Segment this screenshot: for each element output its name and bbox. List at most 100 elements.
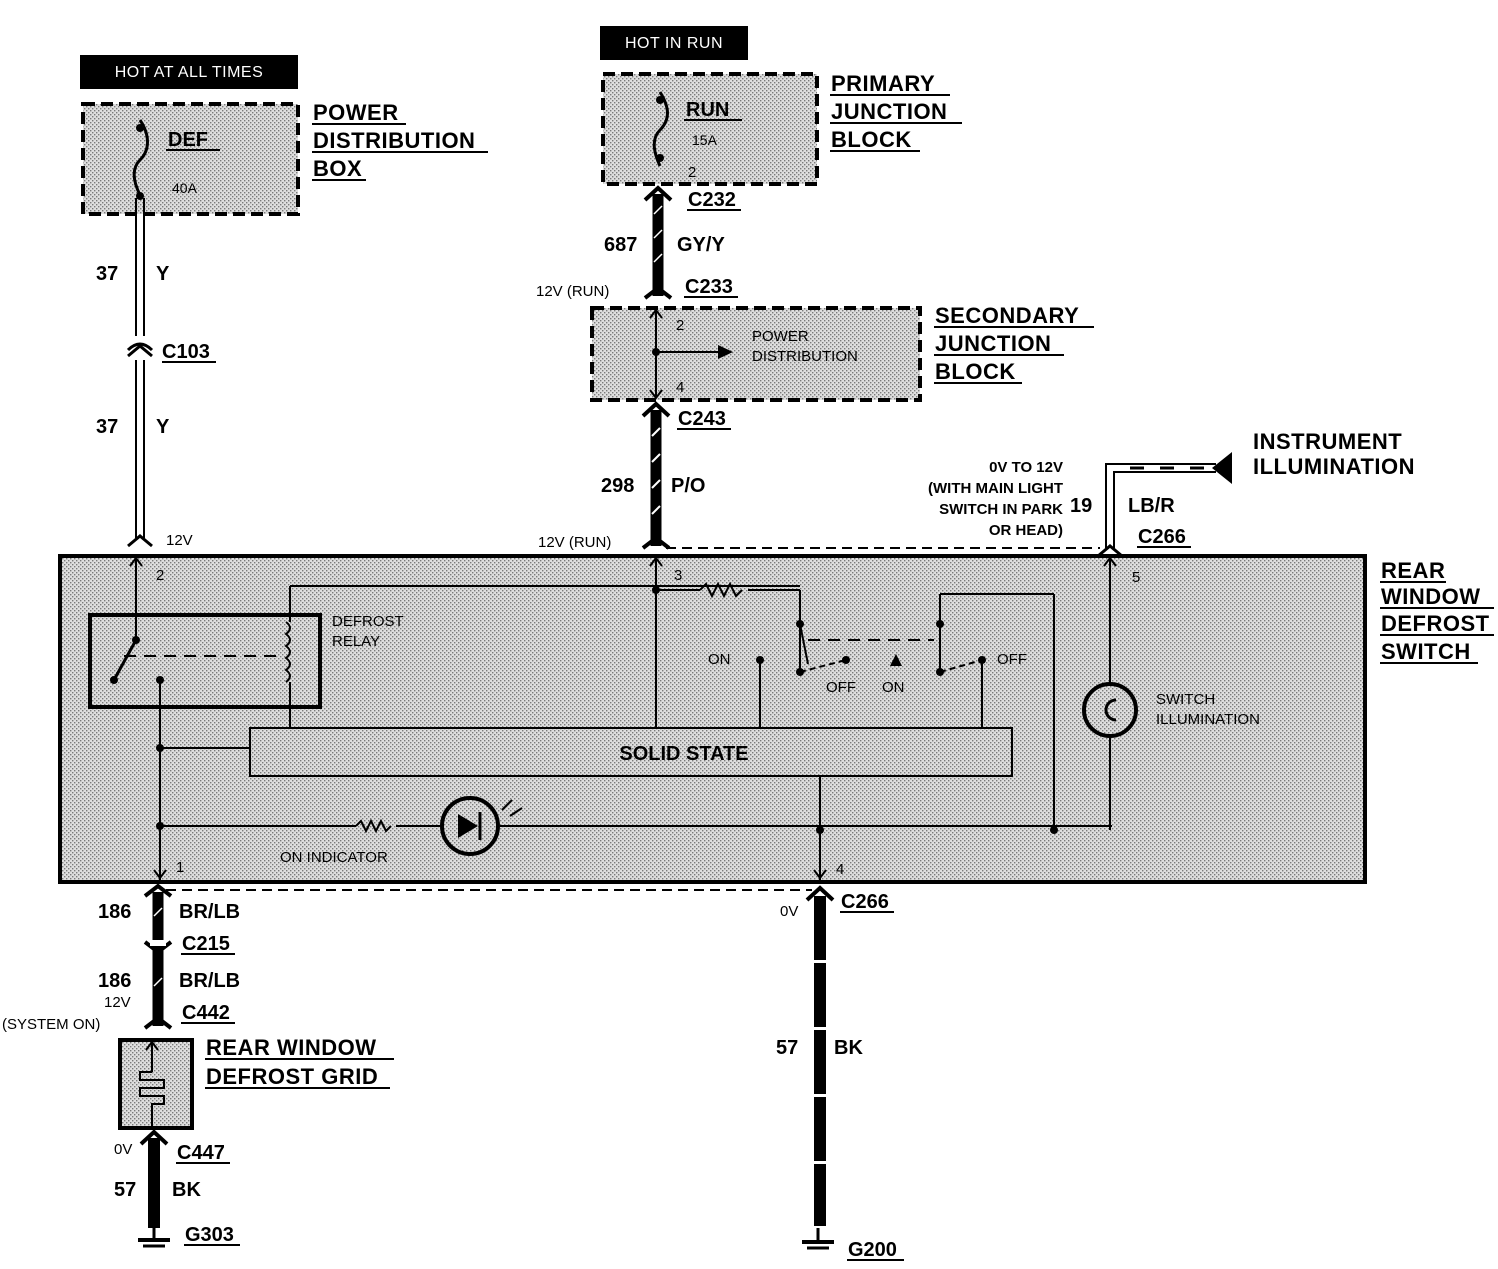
wire-687-color: GY/Y [677,234,725,256]
rear-window-defrost-switch: DEFROST RELAY SOLID STATE [58,554,1367,884]
svg-text:DEFROST: DEFROST [1381,611,1490,636]
svg-text:REAR: REAR [1381,558,1445,583]
hot-at-all-times-header: HOT AT ALL TIMES [80,55,298,89]
run-fuse-rating: 15A [692,132,718,148]
svg-text:BLOCK: BLOCK [831,127,912,152]
wire-57-right-circuit: 57 [776,1037,798,1059]
wire-687-gy-y [643,185,673,300]
def-fuse-name: DEF [168,129,208,151]
wire-57-left-color: BK [172,1179,201,1201]
connector-c233: C233 [685,276,733,298]
illumination-voltage-note: 0V TO 12V (WITH MAIN LIGHT SWITCH IN PAR… [928,459,1063,539]
connector-c103: C103 [162,341,210,363]
connector-c447: C447 [177,1142,225,1164]
connector-c266-top: C266 [1138,526,1186,548]
wire-186-lower-circuit: 186 [98,970,131,992]
wire-57-left-circuit: 57 [114,1179,136,1201]
wire-37-lower-color: Y [156,416,170,438]
secondary-junction-block: 2 4 POWER DISTRIBUTION [590,306,922,402]
wire-186-upper-circuit: 186 [98,901,131,923]
ground-g303: G303 [185,1224,234,1246]
rear-window-defrost-switch-label: REAR WINDOW DEFROST SWITCH [1380,558,1494,664]
module-pin-2: 2 [156,567,164,584]
wire-19-lb-r [1097,452,1232,558]
svg-text:(WITH MAIN LIGHT: (WITH MAIN LIGHT [928,480,1063,497]
primary-pin-2: 2 [688,164,696,181]
wire-19-circuit: 19 [1070,495,1092,517]
svg-text:HOT AT ALL TIMES: HOT AT ALL TIMES [115,64,264,81]
svg-text:INSTRUMENT: INSTRUMENT [1253,429,1402,454]
voltage-12v-c442: 12V [104,994,131,1011]
connector-c232: C232 [688,189,736,211]
voltage-system-on: (SYSTEM ON) [2,1016,100,1033]
secondary-pin-2: 2 [676,317,684,334]
defrost-relay-line2: RELAY [332,633,380,650]
switch-illumination-line1: SWITCH [1156,691,1215,708]
wire-186-lower-color: BR/LB [179,970,240,992]
module-pin-1: 1 [176,859,184,876]
svg-text:JUNCTION: JUNCTION [935,331,1051,356]
connector-c215: C215 [182,933,230,955]
svg-text:WINDOW: WINDOW [1381,584,1481,609]
secondary-junction-block-label: SECONDARY JUNCTION BLOCK [934,303,1094,384]
module-pin-4: 4 [836,861,844,878]
svg-text:SWITCH: SWITCH [1381,639,1471,664]
defrost-relay-line1: DEFROST [332,613,404,630]
connector-c442: C442 [182,1002,230,1024]
wire-37-y [126,198,154,548]
left-switch-off: OFF [826,679,856,696]
rear-window-defrost-grid-label: REAR WINDOW DEFROST GRID [205,1035,394,1089]
svg-text:PRIMARY: PRIMARY [831,71,935,96]
wire-186-upper-color: BR/LB [179,901,240,923]
voltage-12v-pin2: 12V [166,532,193,549]
svg-text:BLOCK: BLOCK [935,359,1016,384]
svg-text:HOT IN RUN: HOT IN RUN [625,35,723,52]
ground-g303-icon [138,1228,170,1248]
def-fuse-rating: 40A [172,180,198,196]
module-pin-3: 3 [674,567,682,584]
wire-37-upper-color: Y [156,263,170,285]
ground-g200-icon [802,1228,834,1250]
svg-text:JUNCTION: JUNCTION [831,99,947,124]
right-switch-on: ON [882,679,905,696]
wire-19-color: LB/R [1128,495,1175,517]
svg-text:0V TO 12V: 0V TO 12V [989,459,1063,476]
wire-37-upper-circuit: 37 [96,263,118,285]
voltage-12v-run-pin3: 12V (RUN) [538,534,611,551]
svg-text:ILLUMINATION: ILLUMINATION [1253,454,1415,479]
connector-c266-bottom: C266 [841,891,889,913]
ground-g200: G200 [848,1239,897,1261]
voltage-12v-run-c233: 12V (RUN) [536,283,609,300]
left-switch-on: ON [708,651,731,668]
switch-illumination-line2: ILLUMINATION [1156,711,1260,728]
svg-text:BOX: BOX [313,156,362,181]
wire-57-bk-right [805,885,835,1226]
svg-text:POWER: POWER [313,100,399,125]
power-distribution-box-label: POWER DISTRIBUTION BOX [312,100,488,181]
hot-in-run-header: HOT IN RUN [600,26,748,60]
wire-186-br-lb [143,883,173,1030]
power-distribution-inner-1: POWER [752,328,809,345]
svg-text:DISTRIBUTION: DISTRIBUTION [313,128,475,153]
svg-text:SWITCH IN PARK: SWITCH IN PARK [939,501,1063,518]
wire-687-circuit: 687 [604,234,637,256]
connector-c243: C243 [678,408,726,430]
wire-57-bk-left [139,1129,169,1228]
wire-298-circuit: 298 [601,475,634,497]
wire-57-right-color: BK [834,1037,863,1059]
run-fuse-name: RUN [686,99,729,121]
rear-window-defrost-grid [118,1038,194,1130]
svg-text:SECONDARY: SECONDARY [935,303,1079,328]
power-distribution-inner-2: DISTRIBUTION [752,348,858,365]
voltage-0v-c266: 0V [780,903,798,920]
svg-text:DEFROST GRID: DEFROST GRID [206,1064,378,1089]
instrument-illumination-label: INSTRUMENT ILLUMINATION [1253,429,1415,479]
wire-298-color: P/O [671,475,705,497]
solid-state-label: SOLID STATE [619,743,748,765]
wire-298-p-o [641,401,671,550]
secondary-pin-4: 4 [676,379,684,396]
on-indicator-label: ON INDICATOR [280,849,388,866]
svg-text:REAR WINDOW: REAR WINDOW [206,1035,376,1060]
primary-junction-block-label: PRIMARY JUNCTION BLOCK [830,71,962,152]
